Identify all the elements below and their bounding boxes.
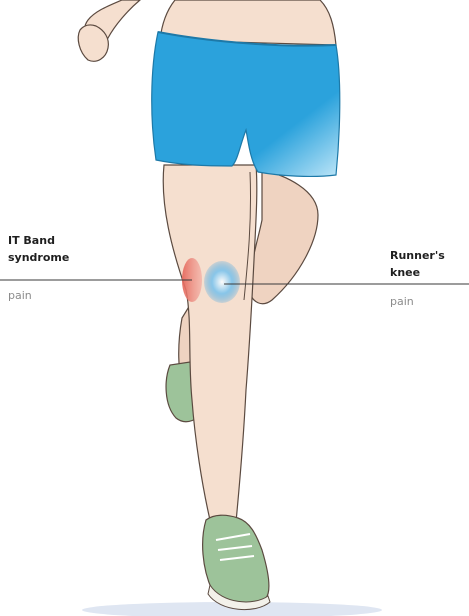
runners-knee-label-line-3: pain xyxy=(390,294,414,309)
it-band-label-line-2: syndrome xyxy=(8,250,69,265)
runners-knee-label-line-2: knee xyxy=(390,265,420,280)
it-band-label-line-1: IT Band xyxy=(8,233,55,248)
it-band-label-line-3: pain xyxy=(8,288,32,303)
runners-knee-pain-marker xyxy=(204,261,240,303)
front-leg xyxy=(163,165,257,522)
runners-knee-label-line-1: Runner's xyxy=(390,248,445,263)
shorts xyxy=(152,32,340,176)
